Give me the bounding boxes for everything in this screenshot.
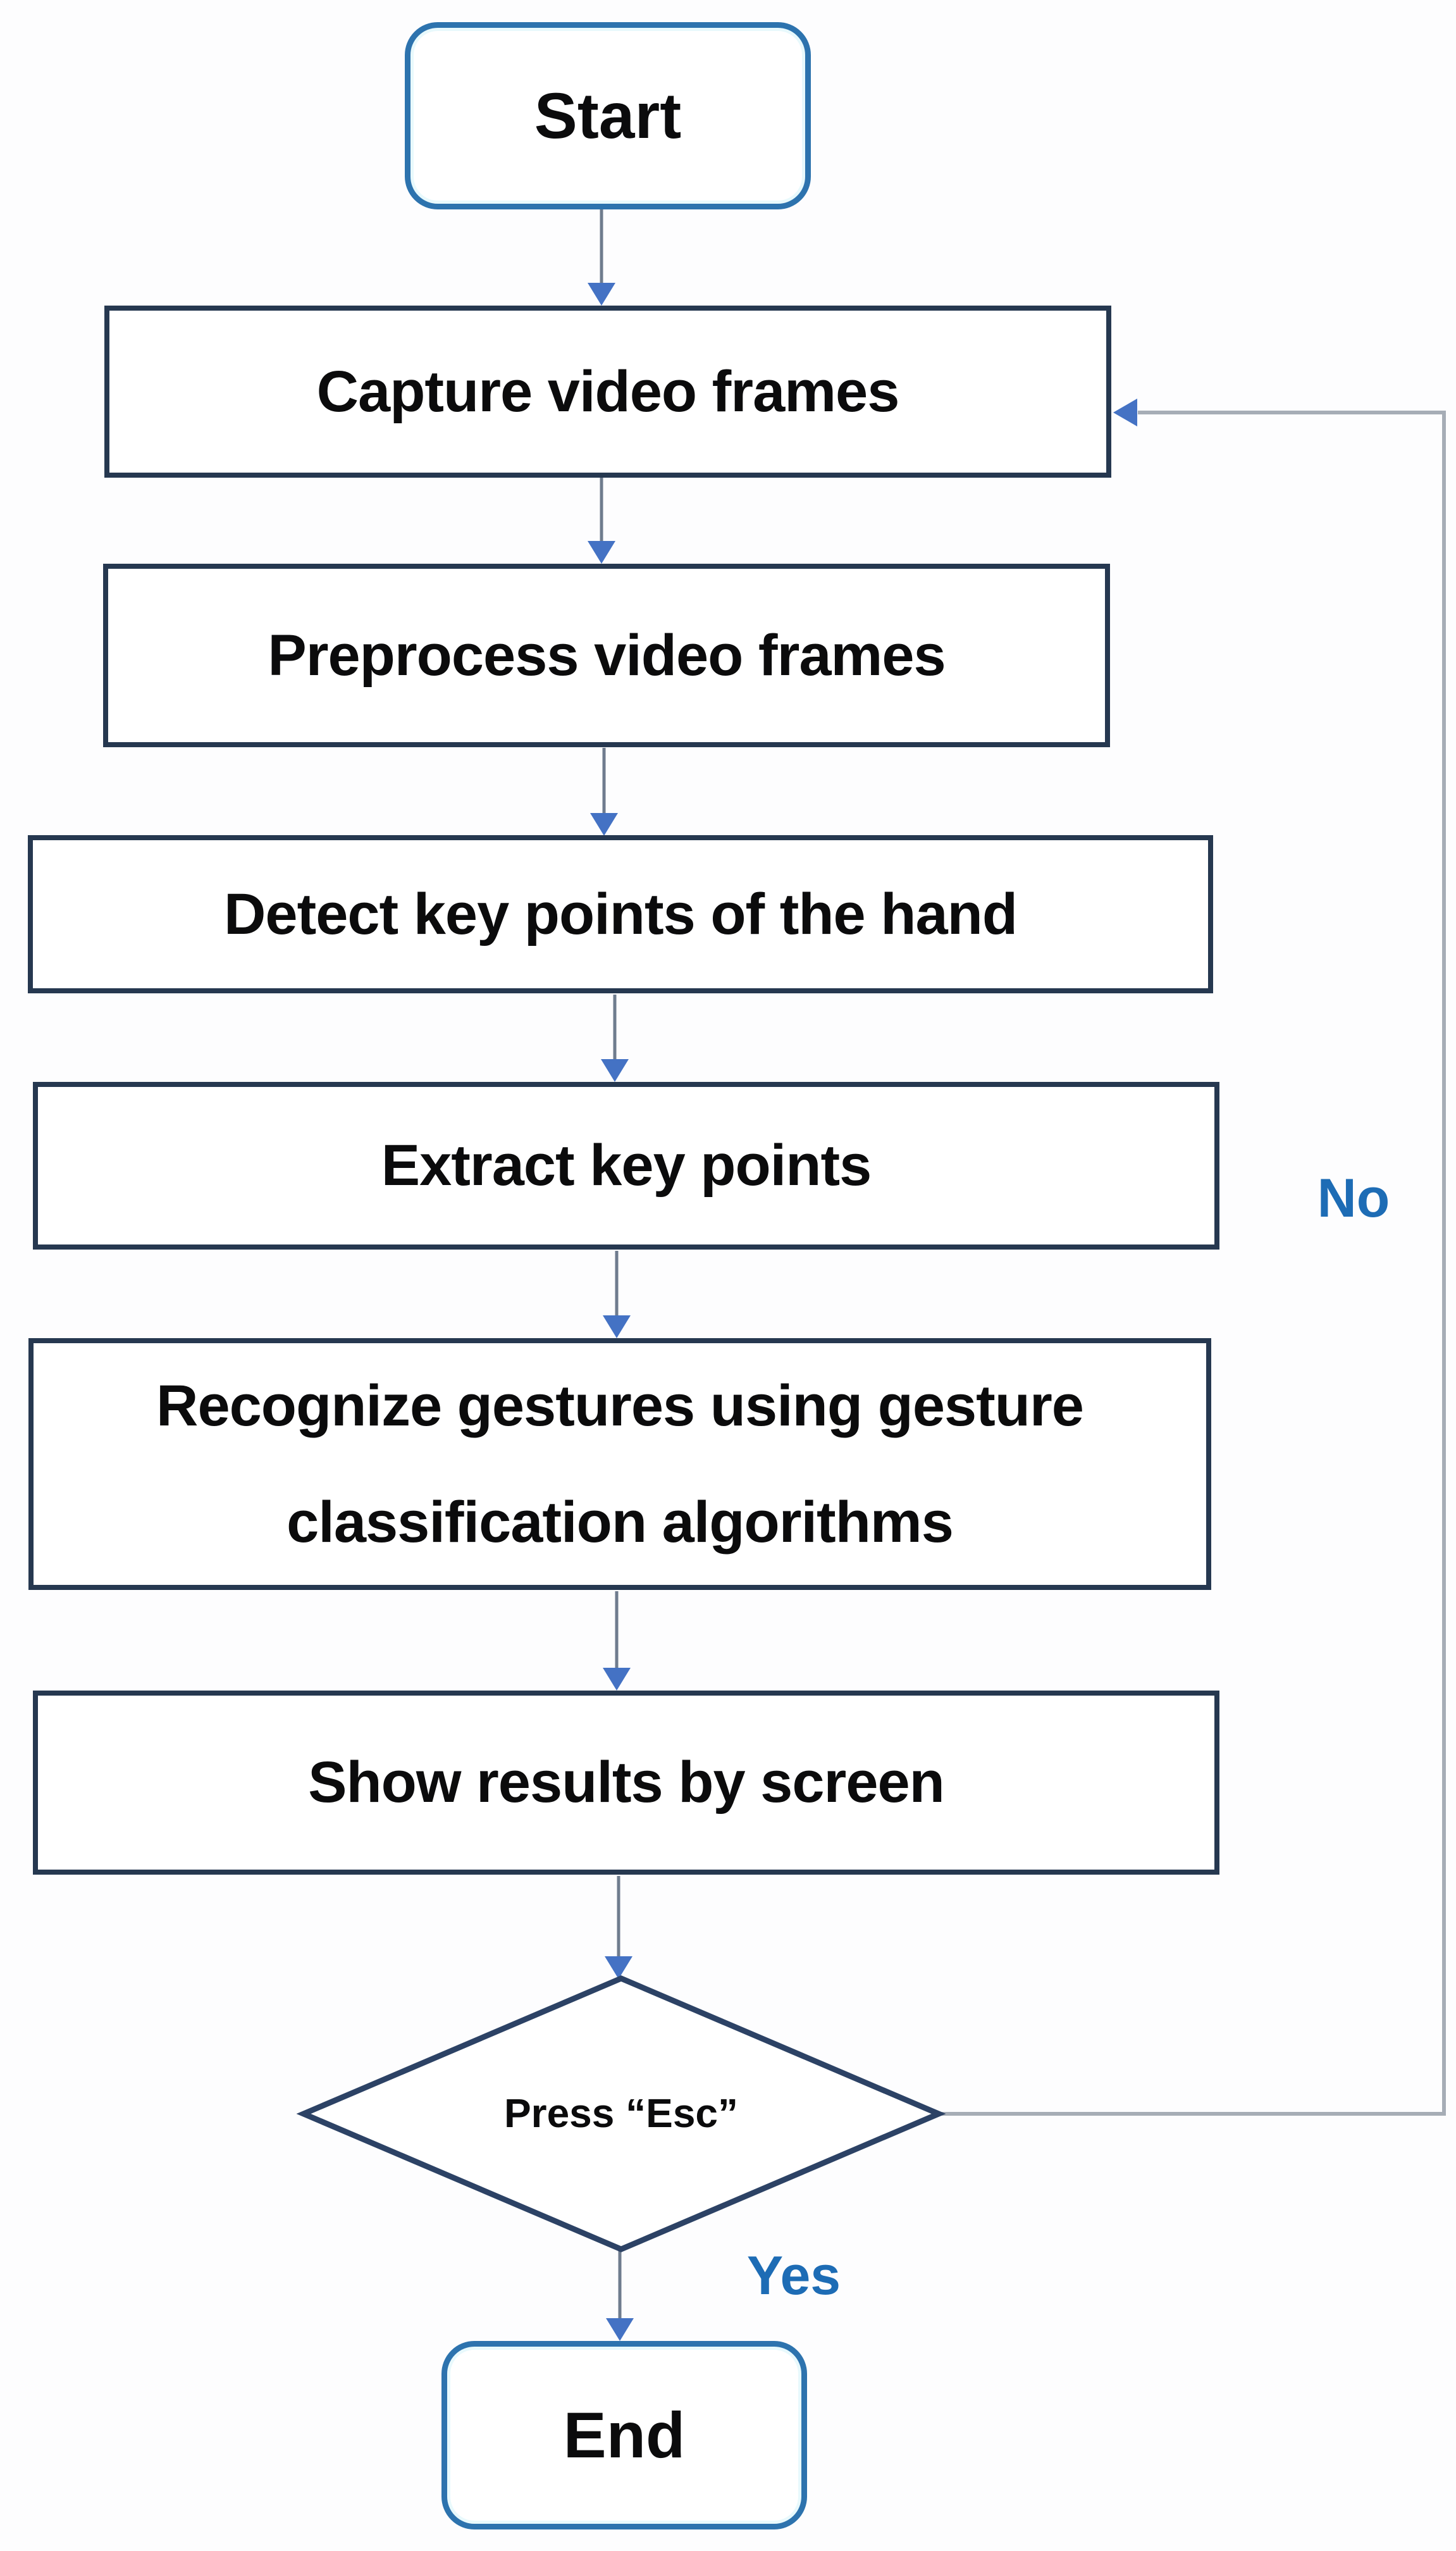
node-capture-video-frames: Capture video frames (104, 306, 1111, 478)
arrowhead-recognize-icon (603, 1315, 631, 1338)
node-extract-key-points: Extract key points (33, 1082, 1219, 1250)
loop-no-connector (941, 411, 1446, 2116)
node-recognize-label-line1: Recognize gestures using gesture (156, 1374, 1084, 1438)
node-start: Start (405, 22, 811, 209)
node-show-label: Show results by screen (308, 1750, 945, 1815)
decision-diamond-shape (296, 1975, 946, 2252)
arrowhead-extract-icon (601, 1059, 629, 1082)
node-preprocess-label: Preprocess video frames (268, 623, 946, 688)
arrowhead-capture-icon (588, 283, 615, 306)
arrowhead-show-icon (603, 1668, 631, 1691)
edge-label-no: No (1317, 1168, 1390, 1229)
arrowhead-decision-icon (605, 1956, 632, 1979)
edge-label-yes: Yes (746, 2245, 841, 2306)
node-show-results: Show results by screen (33, 1691, 1219, 1875)
node-detect-label: Detect key points of the hand (223, 881, 1018, 947)
node-detect-key-points: Detect key points of the hand (28, 835, 1213, 993)
node-end-label: End (563, 2399, 686, 2471)
arrowhead-preprocess-icon (588, 541, 615, 564)
node-preprocess-video-frames: Preprocess video frames (103, 564, 1110, 747)
node-recognize-label-line2: classification algorithms (287, 1490, 954, 1555)
node-start-label: Start (534, 79, 682, 152)
loop-arrowhead-icon (1113, 399, 1137, 426)
node-decision-press-esc: Press “Esc” (400, 2069, 842, 2157)
node-extract-label: Extract key points (381, 1133, 872, 1198)
node-recognize-gestures: Recognize gestures using gesture classif… (28, 1338, 1211, 1590)
node-decision-label: Press “Esc” (503, 2090, 739, 2136)
node-capture-label: Capture video frames (316, 359, 900, 424)
arrowhead-detect-icon (590, 813, 618, 836)
node-end: End (441, 2341, 807, 2529)
arrowhead-end-icon (606, 2318, 634, 2341)
